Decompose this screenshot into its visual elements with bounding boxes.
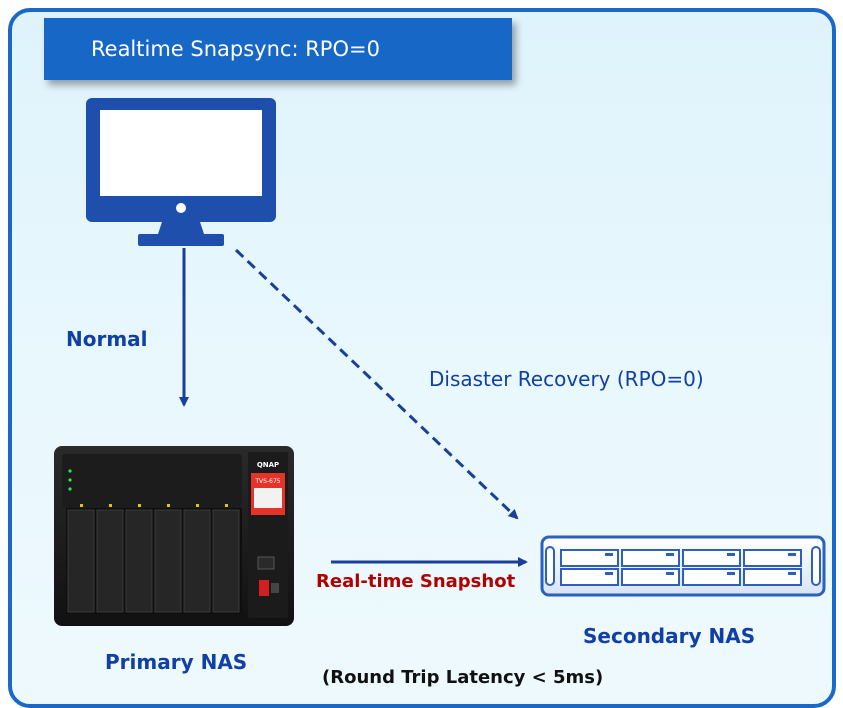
realtime-snapshot-label: Real-time Snapshot bbox=[316, 571, 516, 592]
nas-model-text: TVS-675 bbox=[254, 478, 280, 485]
disaster-recovery-label: Disaster Recovery (RPO=0) bbox=[429, 367, 704, 391]
title-banner: Realtime Snapsync: RPO=0 bbox=[44, 18, 512, 80]
nas-brand-text: QNAP bbox=[257, 461, 279, 469]
monitor-icon bbox=[86, 98, 276, 246]
latency-label: (Round Trip Latency < 5ms) bbox=[322, 667, 604, 688]
primary-nas-device: QNAP TVS-675 bbox=[54, 446, 294, 626]
disaster-recovery-arrow bbox=[234, 248, 519, 520]
primary-nas-label: Primary NAS bbox=[105, 650, 248, 674]
normal-label: Normal bbox=[66, 327, 148, 351]
secondary-nas-label: Secondary NAS bbox=[583, 624, 756, 648]
secondary-nas-device bbox=[540, 535, 826, 597]
